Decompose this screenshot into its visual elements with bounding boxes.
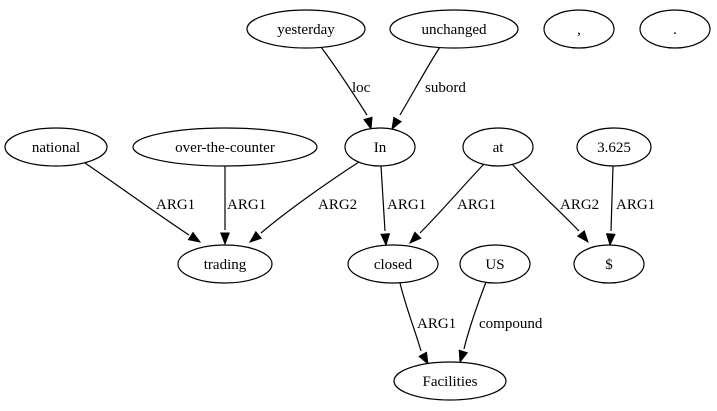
- arrowhead: [458, 349, 469, 364]
- arrowhead: [220, 232, 230, 246]
- node-comma: ,: [543, 9, 615, 49]
- edge-in-closed: ARG1: [380, 165, 426, 247]
- edge-label: ARG1: [387, 197, 426, 213]
- nodes-layer: yesterday unchanged,. national over-the-cou…: [4, 9, 711, 401]
- node-label: $: [605, 257, 613, 273]
- node-ellipse: [389, 9, 519, 49]
- node-label: ,: [577, 22, 581, 38]
- edge-in-trading: ARG2: [248, 159, 363, 243]
- edge-label: ARG1: [616, 197, 655, 213]
- node-label: unchanged: [422, 22, 487, 38]
- node-label: US: [485, 257, 504, 273]
- edge-line: [399, 46, 441, 116]
- edge-us-facilities: compound: [458, 281, 543, 364]
- node-ellipse: [132, 127, 318, 167]
- edge-at-dollar: ARG2: [511, 163, 599, 244]
- node-in: In: [344, 127, 416, 167]
- edge-line: [84, 162, 190, 236]
- edge-at-closed: ARG1: [409, 163, 496, 244]
- node-label: In: [374, 140, 387, 156]
- node-num: 3.625: [576, 127, 652, 167]
- edge-num-dollar: ARG1: [605, 165, 655, 247]
- edge-unchanged-in: subord: [391, 46, 466, 131]
- node-unchanged: unchanged: [389, 9, 519, 49]
- node-ellipse: [459, 244, 531, 284]
- node-label: 3.625: [597, 140, 631, 156]
- node-ellipse: [347, 244, 439, 284]
- edge-label: compound: [479, 316, 543, 332]
- node-national: national: [4, 127, 108, 167]
- edge-line: [511, 163, 580, 232]
- node-ellipse: [639, 9, 711, 49]
- node-ellipse: [4, 127, 108, 167]
- arrowhead: [391, 116, 402, 131]
- edge-label: ARG1: [156, 197, 195, 213]
- node-trading: trading: [177, 244, 273, 284]
- node-ellipse: [344, 127, 416, 167]
- edge-line: [419, 163, 485, 234]
- node-dollar: $: [573, 244, 645, 284]
- edge-line: [380, 165, 386, 232]
- node-us: US: [459, 244, 531, 284]
- edge-label: ARG2: [560, 197, 599, 213]
- node-closed: closed: [347, 244, 439, 284]
- edge-line: [260, 159, 363, 234]
- edge-label: ARG1: [417, 316, 456, 332]
- arrowhead: [605, 233, 616, 247]
- node-label: trading: [204, 257, 247, 273]
- arrowhead: [363, 116, 373, 131]
- node-label: .: [673, 22, 677, 38]
- node-label: at: [493, 140, 505, 156]
- arrowhead: [418, 351, 429, 366]
- edge-label: subord: [425, 80, 466, 96]
- node-label: closed: [374, 257, 413, 273]
- edge-label: ARG1: [227, 197, 266, 213]
- edge-otc-trading: ARG1: [220, 166, 266, 246]
- node-facilities: Facilities: [393, 361, 507, 401]
- node-at: at: [462, 127, 534, 167]
- edge-line: [399, 282, 422, 352]
- node-ellipse: [573, 244, 645, 284]
- node-ellipse: [393, 361, 507, 401]
- node-label: Facilities: [423, 374, 478, 390]
- arrowhead: [248, 230, 263, 243]
- node-yesterday: yesterday: [246, 9, 366, 49]
- edge-line: [610, 165, 614, 232]
- edge-label: ARG2: [318, 197, 357, 213]
- node-label: yesterday: [277, 22, 335, 38]
- node-period: .: [639, 9, 711, 49]
- node-ellipse: [177, 244, 273, 284]
- edge-label: ARG1: [457, 197, 496, 213]
- edge-closed-facilities: ARG1: [399, 282, 456, 366]
- node-label: over-the-counter: [175, 140, 275, 156]
- arrowhead: [380, 233, 391, 247]
- node-label: national: [32, 140, 80, 156]
- edge-label: loc: [352, 80, 371, 96]
- edge-yesterday-in: loc: [320, 46, 373, 131]
- node-ellipse: [462, 127, 534, 167]
- node-ellipse: [246, 9, 366, 49]
- edge-line: [320, 46, 368, 116]
- edge-national-trading: ARG1: [84, 162, 202, 243]
- arrowhead: [576, 229, 589, 244]
- arrowhead: [187, 231, 202, 243]
- edge-line: [463, 281, 487, 350]
- node-otc: over-the-counter: [132, 127, 318, 167]
- node-ellipse: [543, 9, 615, 49]
- node-ellipse: [576, 127, 652, 167]
- arrowhead: [409, 231, 422, 244]
